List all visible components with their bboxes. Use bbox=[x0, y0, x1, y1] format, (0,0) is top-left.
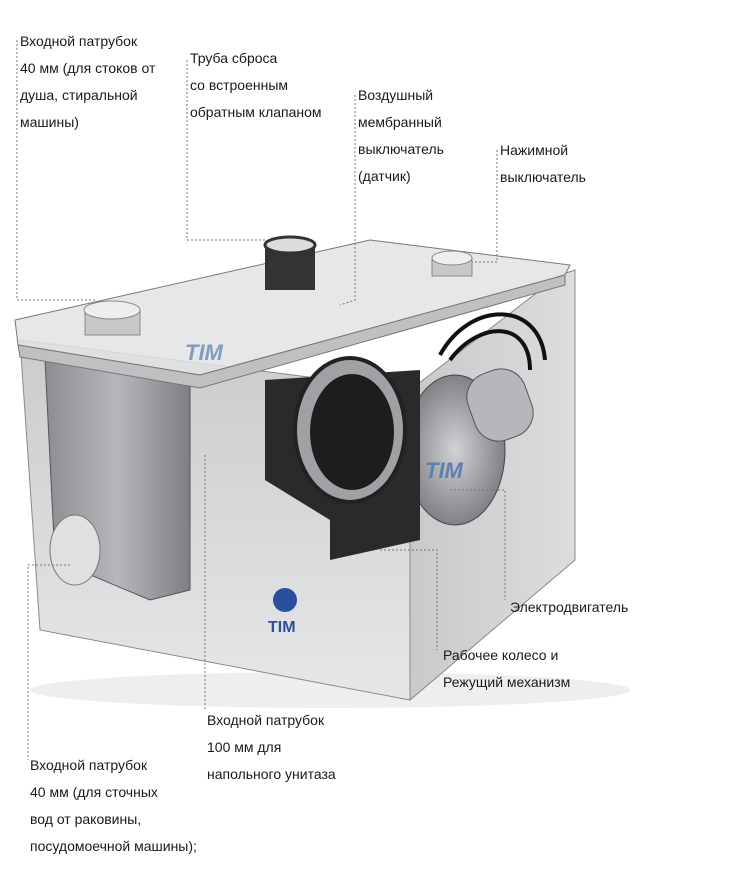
discharge-pipe-top bbox=[263, 235, 317, 255]
cable bbox=[438, 312, 547, 361]
label-line: машины) bbox=[20, 114, 79, 130]
switch-body bbox=[466, 368, 534, 442]
label-push-switch: Нажимной выключатель bbox=[500, 137, 586, 191]
label-line: выключатель bbox=[500, 169, 586, 185]
label-line: мембранный bbox=[358, 114, 442, 130]
label-line: выключатель bbox=[358, 141, 444, 157]
label-air-switch: Воздушный мембранный выключатель (датчик… bbox=[358, 82, 444, 190]
label-line: душа, стиральной bbox=[20, 87, 138, 103]
logo-front: TIM bbox=[268, 619, 296, 636]
label-line: Входной патрубок bbox=[20, 33, 138, 49]
label-line: обратным клапаном bbox=[190, 104, 322, 120]
label-line: посудомоечной машины); bbox=[30, 838, 197, 854]
label-inlet-40-shower: Входной патрубок 40 мм (для стоков от ду… bbox=[20, 28, 155, 136]
label-line: Режущий механизм bbox=[443, 674, 571, 690]
leader-line bbox=[472, 150, 498, 263]
push-switch-top bbox=[431, 250, 473, 266]
label-line: Нажимной bbox=[500, 142, 569, 158]
leader-line bbox=[186, 60, 265, 241]
label-line: Входной патрубок bbox=[207, 712, 325, 728]
inlet-40-sink bbox=[49, 514, 101, 586]
label-line: Рабочее колесо и bbox=[443, 647, 559, 663]
label-motor: Электродвигатель bbox=[510, 594, 628, 621]
label-line: Воздушный bbox=[358, 87, 434, 103]
logo-motor: TIM bbox=[425, 458, 464, 483]
label-inlet-40-sink: Входной патрубок 40 мм (для сточных вод … bbox=[30, 752, 197, 860]
inlet-40-shower-top bbox=[83, 300, 141, 320]
label-line: Труба сброса bbox=[190, 50, 278, 66]
label-inlet-100: Входной патрубок 100 мм для напольного у… bbox=[207, 707, 336, 788]
label-line: вод от раковины, bbox=[30, 811, 142, 827]
label-line: 40 мм (для сточных bbox=[30, 784, 158, 800]
label-line: (датчик) bbox=[358, 168, 411, 184]
label-impeller: Рабочее колесо и Режущий механизм bbox=[443, 642, 570, 696]
box-lid-edge bbox=[17, 274, 566, 389]
leader-line bbox=[339, 95, 356, 306]
label-line: со встроенным bbox=[190, 77, 289, 93]
leader-line bbox=[380, 549, 438, 650]
leader-lines bbox=[16, 40, 506, 760]
leader-line bbox=[27, 564, 70, 760]
cable bbox=[448, 329, 532, 371]
label-line: Входной патрубок bbox=[30, 757, 148, 773]
label-line: 40 мм (для стоков от bbox=[20, 60, 156, 76]
shadow bbox=[30, 672, 630, 708]
label-discharge-pipe: Труба сброса со встроенным обратным клап… bbox=[190, 45, 322, 126]
logo-lid: TIM bbox=[185, 340, 224, 365]
logo-emblem bbox=[273, 588, 297, 612]
leader-line bbox=[450, 489, 506, 600]
label-line: Электродвигатель bbox=[510, 599, 629, 615]
label-line: 100 мм для bbox=[207, 739, 282, 755]
inlet-100-opening bbox=[310, 374, 394, 490]
label-line: напольного унитаза bbox=[207, 766, 336, 782]
leader-line bbox=[16, 40, 95, 301]
